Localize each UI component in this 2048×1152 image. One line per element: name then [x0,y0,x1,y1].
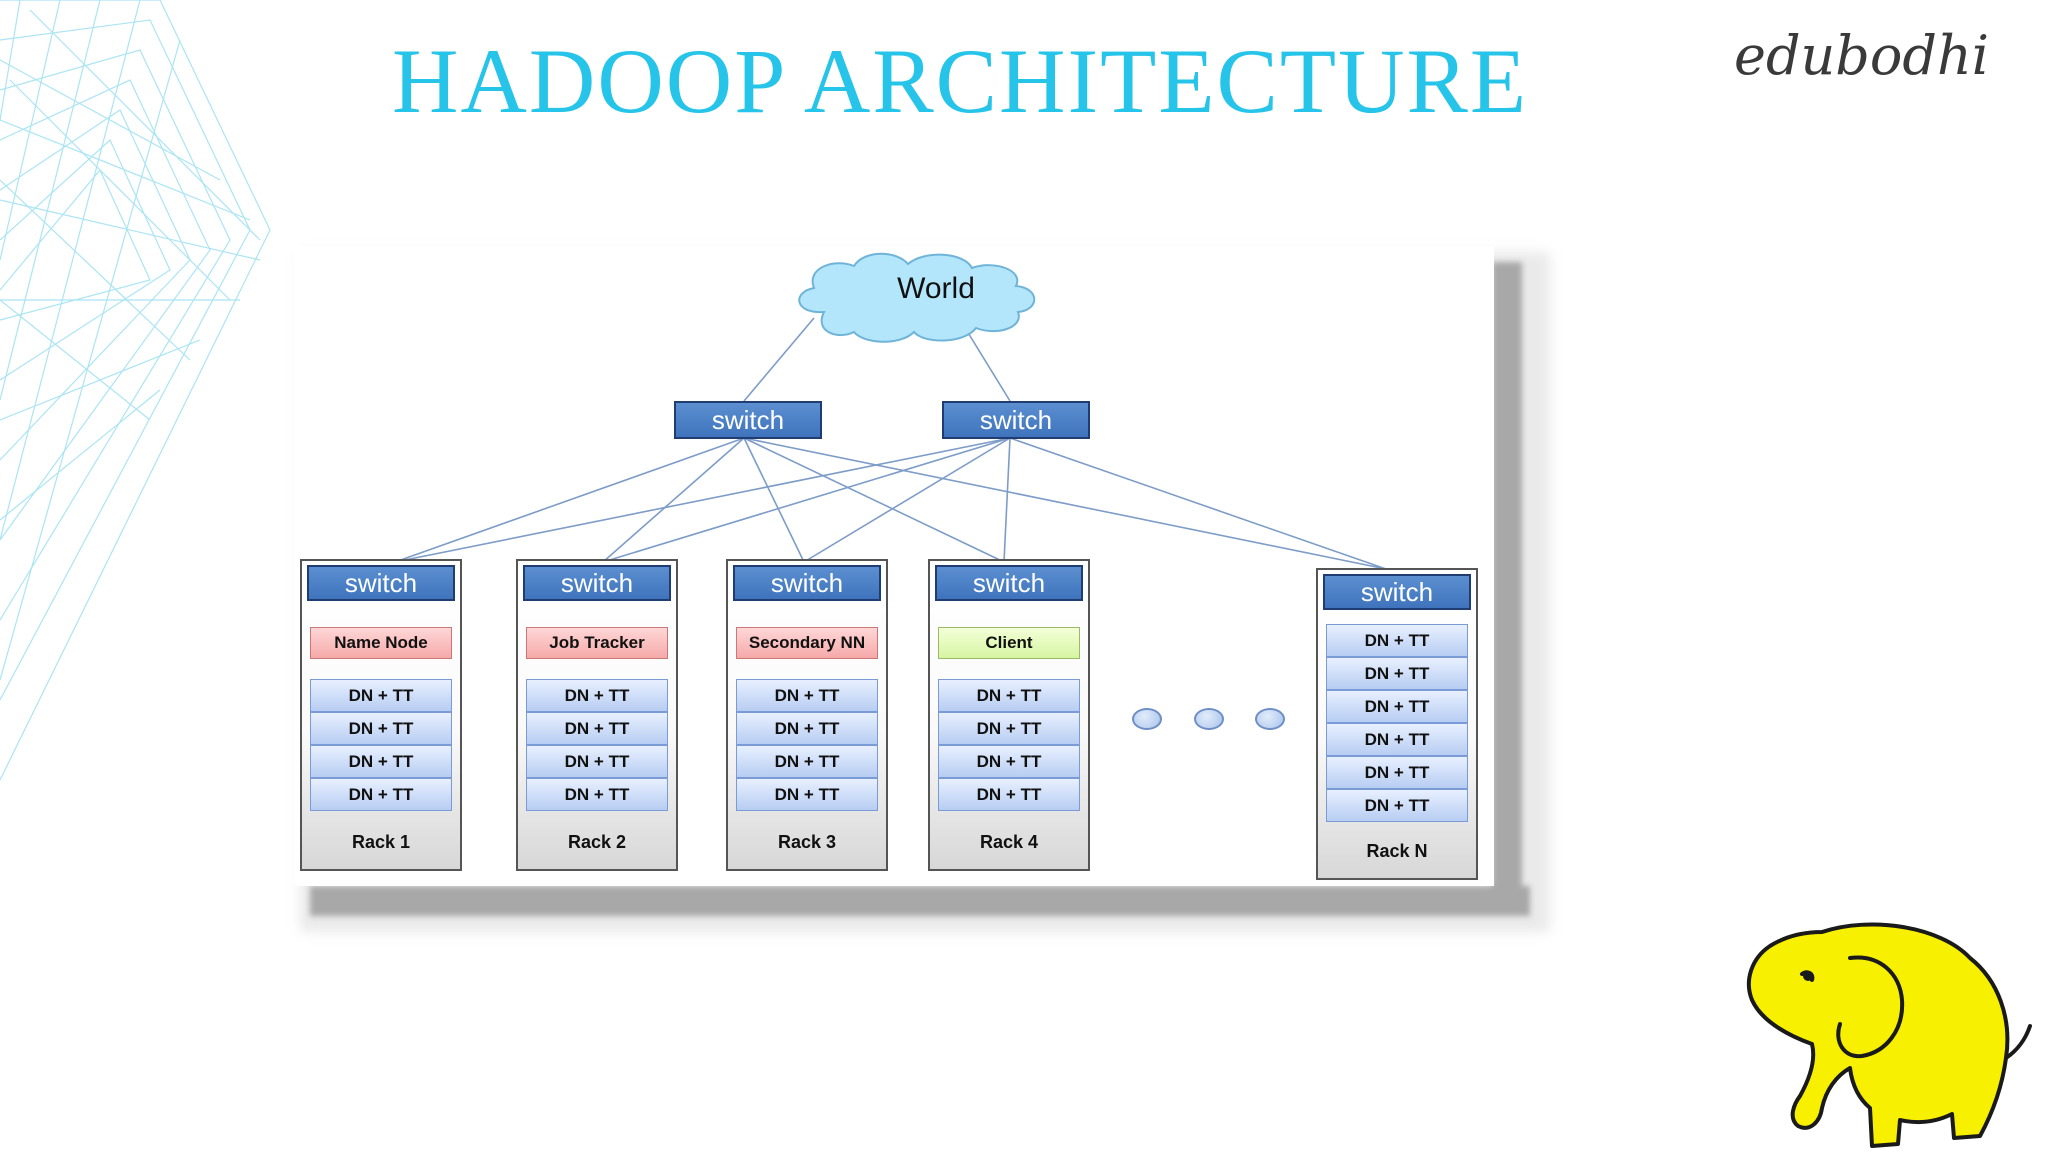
diagram-shadow-right [1492,262,1522,902]
core-switch-2: switch [942,401,1090,439]
data-node: DN + TT [526,778,668,811]
link-switch1-rackN [743,437,1387,570]
data-node: DN + TT [310,679,452,712]
diagram-shadow-bottom [310,886,1530,916]
ellipsis-dot [1194,708,1224,730]
link-switch1-rack4 [743,437,1005,563]
page-title: HADOOP ARCHITECTURE [392,30,1529,132]
data-node: DN + TT [526,679,668,712]
ellipsis-dot [1255,708,1285,730]
rack-label: Rack 1 [351,832,411,852]
link-switch2-rack2 [602,437,1011,563]
data-node: DN + TT [310,778,452,811]
wireframe-decoration [0,0,271,781]
world-cloud-icon [798,252,1036,343]
data-node: DN + TT [310,712,452,745]
data-node: DN + TT [526,745,668,778]
client-node: Client [938,627,1080,659]
rack-switch: switch [935,565,1083,601]
data-node: DN + TT [310,745,452,778]
data-node: DN + TT [938,679,1080,712]
data-node: DN + TT [938,745,1080,778]
rack-label: Rack 2 [567,832,627,852]
rack-switch: switch [307,565,455,601]
data-node: DN + TT [1326,789,1468,822]
rack-2: switch Job Tracker DN + TT DN + TT DN + … [516,559,678,871]
link-switch1-rack2 [602,437,745,563]
data-node: DN + TT [736,778,878,811]
link-switch2-rack4 [1003,437,1011,563]
hadoop-architecture-diagram: World switch switch switch Name Node DN … [294,246,1494,886]
link-switch1-rack1 [394,437,745,563]
job-tracker: Job Tracker [526,627,668,659]
ellipsis-dot [1132,708,1162,730]
rack-1: switch Name Node DN + TT DN + TT DN + TT… [300,559,462,871]
core-switch-1: switch [674,401,822,439]
rack-label: Rack 3 [777,832,837,852]
data-node: DN + TT [1326,756,1468,789]
brand-logo-text: edubodhi [1734,24,1989,87]
hadoop-elephant-logo [1746,922,2032,1148]
data-node: DN + TT [526,712,668,745]
rack-label: Rack N [1366,841,1428,861]
rack-switch: switch [733,565,881,601]
rack-n: switch DN + TT DN + TT DN + TT DN + TT D… [1316,568,1478,880]
data-node: DN + TT [1326,690,1468,723]
data-node: DN + TT [736,712,878,745]
data-node: DN + TT [736,679,878,712]
rack-switch: switch [523,565,671,601]
link-switch2-rackN [1009,437,1387,570]
network-links [394,252,1387,570]
name-node: Name Node [310,627,452,659]
rack-label: Rack 4 [979,832,1039,852]
rack-3: switch Secondary NN DN + TT DN + TT DN +… [726,559,888,871]
link-switch1-rack3 [743,437,805,563]
secondary-name-node: Secondary NN [736,627,878,659]
rack-4: switch Client DN + TT DN + TT DN + TT DN… [928,559,1090,871]
data-node: DN + TT [736,745,878,778]
link-cloud-switch-1 [743,317,815,402]
link-switch2-rack1 [394,437,1011,563]
link-switch2-rack3 [803,437,1011,563]
data-node: DN + TT [1326,624,1468,657]
data-node: DN + TT [1326,657,1468,690]
world-label: World [897,272,975,305]
data-node: DN + TT [938,778,1080,811]
data-node: DN + TT [938,712,1080,745]
rack-switch: switch [1323,574,1471,610]
data-node: DN + TT [1326,723,1468,756]
